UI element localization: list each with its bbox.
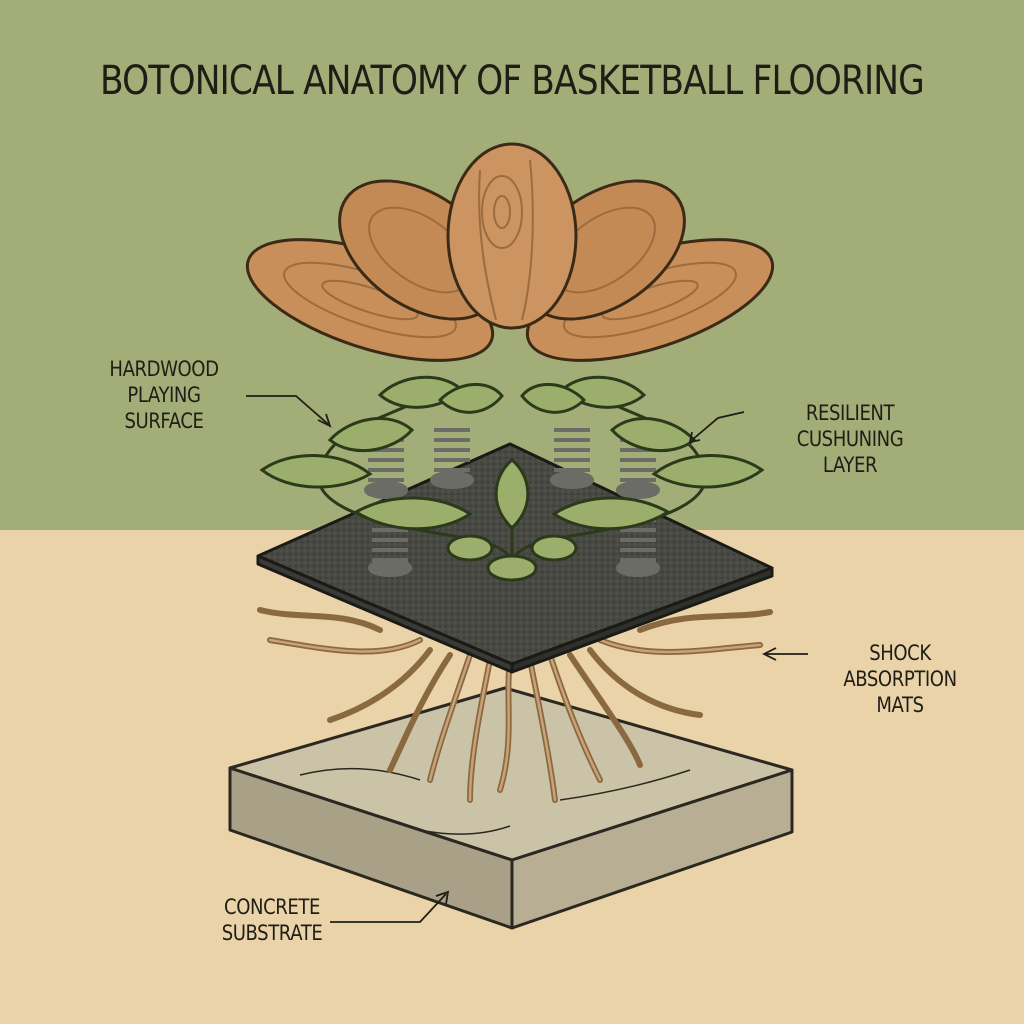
leaf-curl [486,554,538,582]
label-shock-absorption-mats: SHOCK ABSORPTION MATS [843,641,957,717]
spring-left-front [368,518,412,577]
leaf [353,496,473,531]
concrete-slab [228,686,794,930]
wood-petals [245,142,775,362]
leader-hardwood [246,395,329,425]
leaf [494,458,530,531]
leaf-curl [530,534,578,562]
leaf [551,496,671,531]
leaf [609,417,697,453]
leaf [327,417,415,453]
leader-lines [246,395,808,923]
spring-right-back [550,428,594,489]
leader-concrete [330,893,447,923]
leaf [437,383,504,414]
spring-left-back [430,428,474,489]
label-hardwood-playing-surface: HARDWOOD PLAYING SURFACE [109,357,219,433]
label-resilient-cushioning-layer: RESILIENT CUSHUNING LAYER [796,401,904,477]
leaf-curl [446,534,494,562]
wood-petal-center [446,142,578,330]
leader-hardwood-arrow [317,413,332,428]
leaf [520,383,587,414]
leader-cushioning-arrow [688,431,701,444]
diagram-title: BOTONICAL ANATOMY OF BASKETBALL FLOORING [100,58,925,104]
leaves [259,375,765,582]
leaf [259,454,373,489]
leader-concrete-arrow [435,890,450,905]
root-highlights [268,638,762,802]
label-concrete-substrate: CONCRETE SUBSTRATE [221,895,323,945]
leader-cushioning [691,411,745,441]
leader-shock-arrow [761,647,777,661]
leaf [651,454,765,489]
